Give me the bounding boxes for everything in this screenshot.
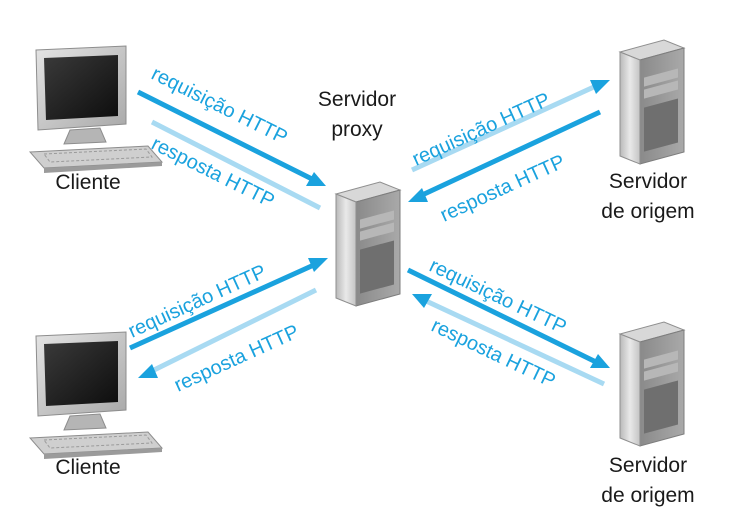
proxy-label-line1: Servidor (318, 88, 396, 111)
label-request-top-right: requisição HTTP (409, 89, 554, 171)
label-response-bottom-left: resposta HTTP (171, 321, 302, 397)
client-bottom-computer-icon (28, 331, 164, 459)
proxy-label-line2: proxy (331, 118, 383, 141)
origin-bottom-label-line1: Servidor (609, 454, 687, 477)
arrow-client-bottom-response (138, 287, 318, 378)
arrow-origin-bottom-response (412, 294, 606, 387)
origin-top-label-line1: Servidor (609, 170, 687, 193)
arrow-origin-bottom-request (406, 267, 610, 368)
client-top-computer-icon (28, 45, 164, 173)
label-response-top-right: resposta HTTP (437, 151, 568, 227)
proxy-server-tower-icon (334, 181, 402, 307)
client-top-label: Cliente (55, 171, 120, 194)
arrow-client-top-response (150, 119, 322, 211)
arrow-client-bottom-request (128, 258, 328, 351)
origin-bottom-label-line2: de origem (601, 484, 694, 507)
client-bottom-label: Cliente (55, 456, 120, 479)
origin-top-label-line2: de origem (601, 200, 694, 223)
arrow-client-top-request (136, 89, 326, 186)
arrow-origin-top-request (410, 80, 610, 173)
label-request-bottom-left: requisição HTTP (125, 261, 270, 343)
arrow-origin-top-response (408, 109, 602, 202)
origin-server-bottom-tower-icon (618, 321, 686, 447)
origin-server-top-tower-icon (618, 39, 686, 165)
